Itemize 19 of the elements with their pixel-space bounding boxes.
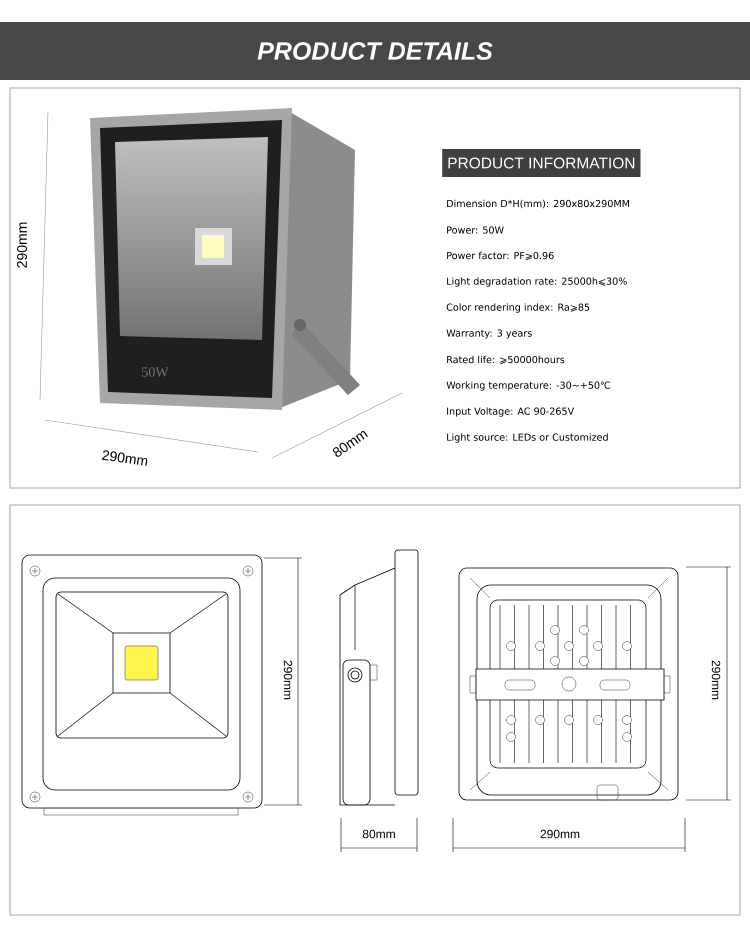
- power-rating-label: 50W: [142, 367, 169, 377]
- section-heading: PRODUCT INFORMATION: [442, 149, 640, 177]
- spec-line: Light degradation rate: 25000h⩽30%: [447, 277, 627, 287]
- spec-line: Warranty: 3 years: [446, 329, 532, 339]
- dimension-label: 290mm: [17, 222, 27, 268]
- spec-line: Input Voltage: AC 90-265V: [447, 407, 574, 417]
- dimension-label: 290mm: [284, 660, 292, 700]
- page-title: PRODUCT DETAILS: [258, 42, 493, 60]
- spec-line: Working temperature: -30~+50℃: [446, 381, 610, 391]
- spec-line: Power factor: PF⩾0.96: [447, 252, 554, 260]
- dimension-label: 290mm: [102, 450, 148, 466]
- dimension-label: 290mm: [540, 830, 580, 838]
- spec-line: Rated life: ⩾50000hours: [447, 356, 564, 364]
- spec-line: Power: 50W: [447, 226, 504, 234]
- spec-line: Color rendering index: Ra⩾85: [446, 303, 590, 313]
- spec-line: Light source: LEDs or Customized: [447, 433, 608, 443]
- dimension-label: 80mm: [362, 830, 395, 838]
- spec-line: Dimension D*H(mm): 290x80x290MM: [447, 200, 630, 208]
- dimension-label: 290mm: [712, 660, 720, 700]
